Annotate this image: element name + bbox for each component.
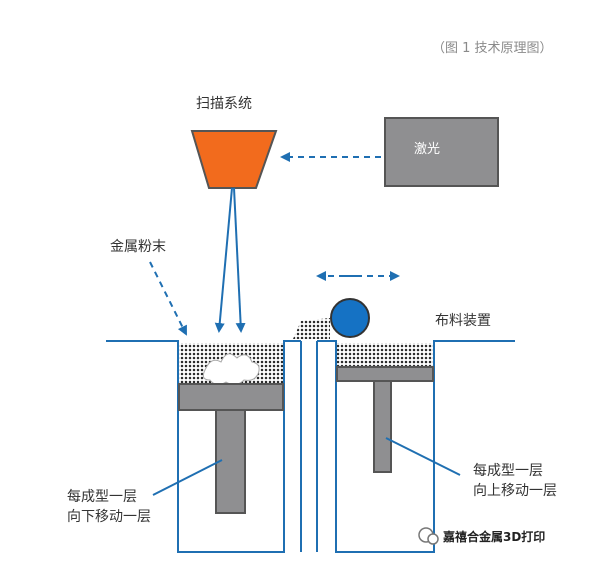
scanning-system-label: 扫描系统 bbox=[196, 96, 252, 112]
powder-pointer-arrow bbox=[149, 261, 187, 336]
left-note-line1: 每成型一层 bbox=[67, 489, 137, 505]
laser-ray-left bbox=[214, 187, 233, 333]
right-note-leader bbox=[385, 437, 461, 476]
powder-heap bbox=[293, 318, 330, 339]
left-chamber-outline bbox=[106, 340, 301, 553]
right-chamber-outline bbox=[317, 340, 515, 553]
laser-box bbox=[384, 117, 499, 187]
right-note-line1: 每成型一层 bbox=[473, 463, 543, 479]
right-note-line2: 向上移动一层 bbox=[473, 483, 557, 499]
build-piston-rod bbox=[215, 409, 246, 514]
wechat-icon-inner bbox=[427, 533, 439, 545]
build-platform bbox=[178, 383, 284, 411]
spreading-device-label: 布料装置 bbox=[435, 313, 491, 329]
supply-platform bbox=[336, 366, 434, 382]
left-note-leader bbox=[152, 459, 223, 496]
supply-powder-bed bbox=[337, 343, 433, 367]
laser-ray-right bbox=[233, 187, 246, 333]
metal-powder-label: 金属粉末 bbox=[110, 239, 166, 255]
roller bbox=[330, 298, 370, 338]
laser-label: 激光 bbox=[414, 142, 441, 157]
scanner-shape bbox=[190, 130, 278, 189]
left-note-line2: 向下移动一层 bbox=[67, 509, 151, 525]
watermark-text: 嘉禧合金属3D打印 bbox=[443, 530, 546, 544]
figure-caption: （图 1 技术原理图） bbox=[432, 41, 553, 56]
supply-piston-rod bbox=[373, 380, 392, 473]
